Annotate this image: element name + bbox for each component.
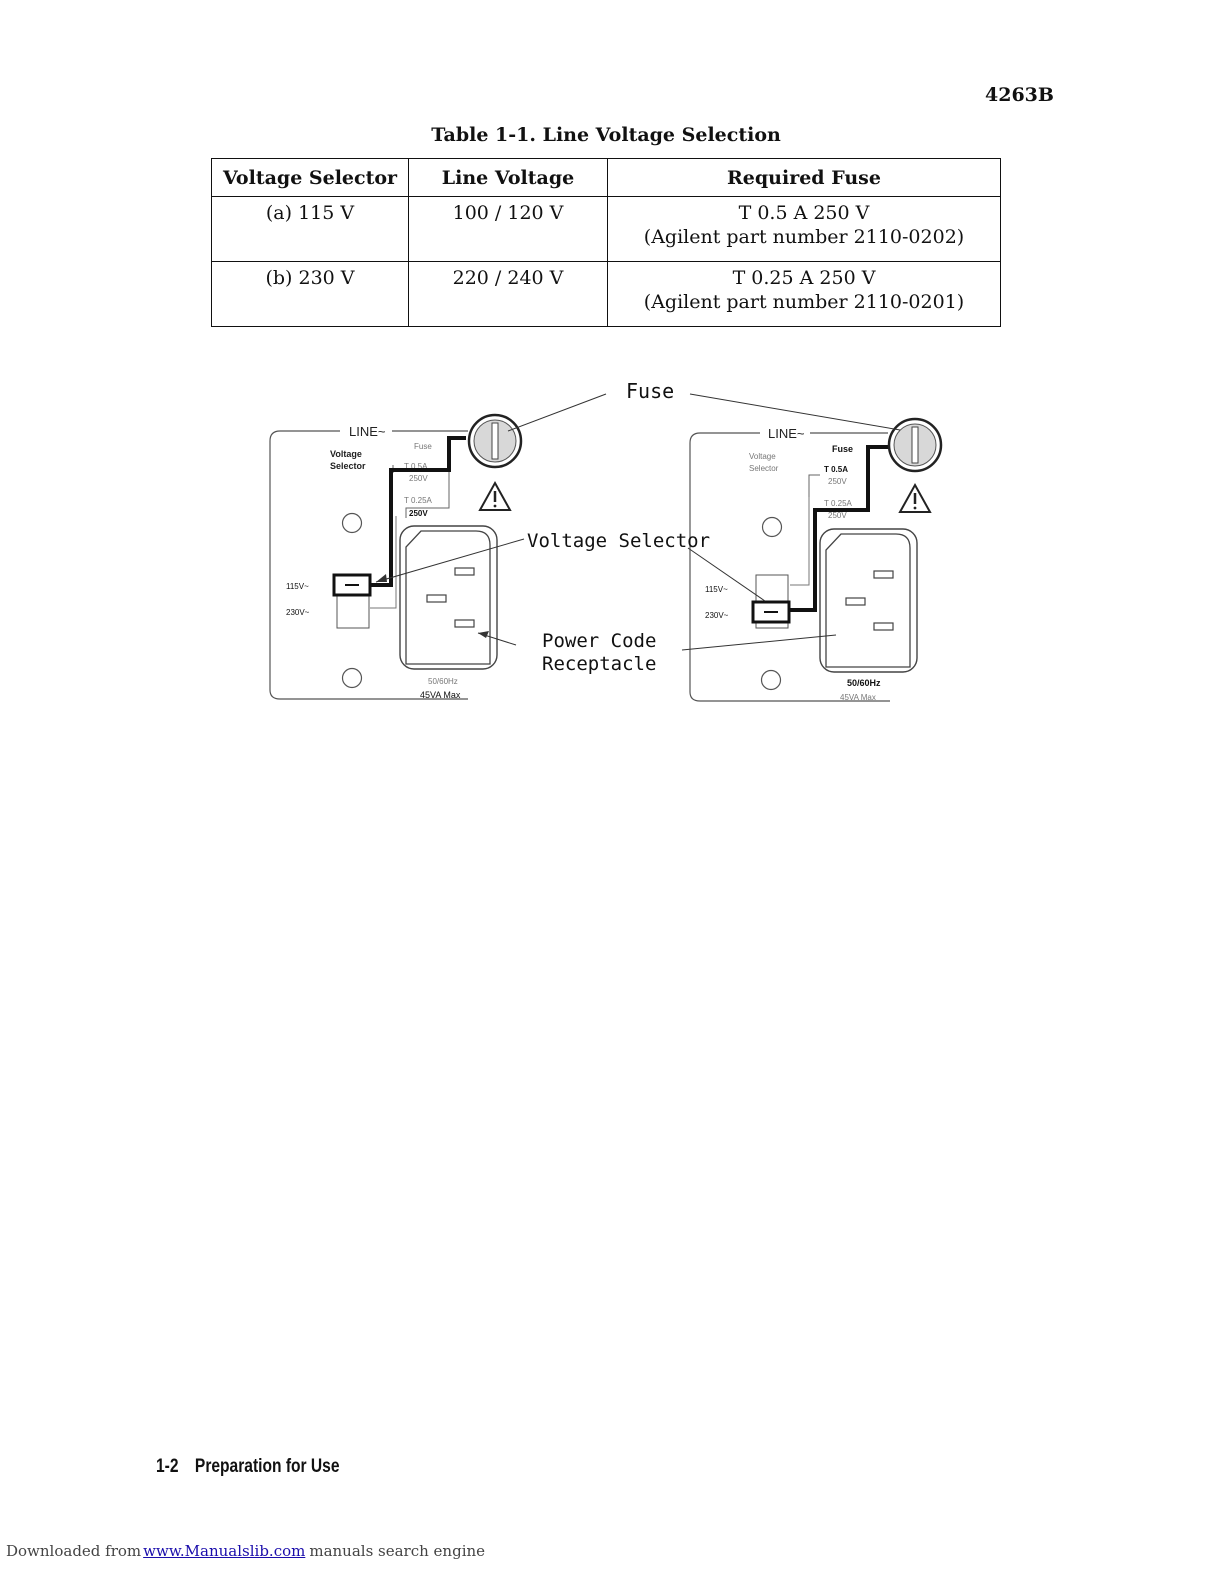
manualslib-link[interactable]: www.Manualslib.com	[143, 1542, 306, 1560]
fuse-rating-label: T 0.5A	[404, 462, 428, 471]
diagram-callouts: Fuse Voltage Selector Power Code Recepta…	[375, 379, 901, 675]
mounting-hole	[760, 669, 782, 691]
voltage-label-115: 115V~	[286, 582, 309, 591]
column-header-required-fuse: Required Fuse	[607, 158, 1001, 197]
column-header-line-voltage: Line Voltage	[408, 158, 608, 197]
fuse-rating: T 0.25 A 250 V	[732, 267, 876, 289]
callout-fuse: Fuse	[626, 379, 674, 403]
table-header-row: Voltage Selector Line Voltage Required F…	[211, 158, 1001, 197]
line-voltage-table: Voltage Selector Line Voltage Required F…	[211, 158, 1001, 327]
rear-panel-230v: LINE~ Voltage Selector Fuse T 0.5A 250V …	[689, 417, 943, 702]
callout-receptacle: Receptacle	[542, 653, 656, 675]
fuse-voltage-label: 250V	[828, 477, 847, 486]
selector-label-2: Selector	[749, 464, 779, 473]
fuse-rating-label: T 0.25A	[824, 499, 853, 508]
cell-required-fuse: T 0.25 A 250 V (Agilent part number 2110…	[607, 261, 1001, 327]
page-number: 1-2	[156, 1456, 179, 1477]
cell-required-fuse: T 0.5 A 250 V (Agilent part number 2110-…	[607, 196, 1001, 262]
download-suffix: manuals search engine	[309, 1542, 486, 1560]
fuse-rating: T 0.5 A 250 V	[738, 202, 870, 224]
line-voltage-diagram: LINE~ Voltage Selector Fuse T 0.5A 250V …	[269, 379, 943, 702]
line-label: LINE~	[349, 424, 386, 439]
mounting-hole	[341, 512, 363, 534]
column-header-voltage-selector: Voltage Selector	[211, 158, 409, 197]
fuse-part-number: (Agilent part number 2110-0202)	[643, 226, 965, 248]
table-title: Table 1-1. Line Voltage Selection	[431, 124, 781, 146]
fuse-rating-label: T 0.5A	[824, 465, 848, 474]
power-receptacle	[819, 528, 918, 673]
selector-label-1: Voltage	[749, 452, 776, 461]
power-receptacle	[399, 525, 498, 670]
cell-voltage-selector: (a) 115 V	[211, 196, 409, 262]
model-number: 4263B	[985, 84, 1054, 106]
fuse-rating-label: T 0.25A	[404, 496, 433, 505]
callout-power-code: Power Code	[542, 630, 656, 652]
power-rating-label: 45VA Max	[840, 693, 876, 702]
fuse-label: Fuse	[832, 444, 853, 454]
fuse-part-number: (Agilent part number 2110-0201)	[643, 291, 965, 313]
callout-voltage-selector: Voltage Selector	[527, 530, 710, 552]
voltage-label-230: 230V~	[705, 611, 729, 620]
section-title: Preparation for Use	[194, 1456, 340, 1477]
selector-label-1: Voltage	[330, 449, 362, 459]
frequency-label: 50/60Hz	[847, 678, 881, 688]
fuse-voltage-label: 250V	[828, 511, 847, 520]
mounting-hole	[761, 516, 783, 538]
frequency-label: 50/60Hz	[428, 677, 458, 686]
voltage-label-230: 230V~	[286, 608, 310, 617]
fuse-label: Fuse	[414, 442, 432, 451]
cell-line-voltage: 220 / 240 V	[408, 261, 608, 327]
table-row: (b) 230 V 220 / 240 V T 0.25 A 250 V (Ag…	[211, 261, 1001, 327]
mounting-hole	[341, 667, 363, 689]
voltage-label-115: 115V~	[705, 585, 728, 594]
cell-line-voltage: 100 / 120 V	[408, 196, 608, 262]
download-prefix: Downloaded from	[6, 1542, 142, 1560]
page-footer: 1-2 Preparation for Use	[156, 1456, 340, 1478]
line-label: LINE~	[768, 426, 805, 441]
cell-voltage-selector: (b) 230 V	[211, 261, 409, 327]
fuse-voltage-label: 250V	[409, 509, 428, 518]
selector-label-2: Selector	[330, 461, 366, 471]
power-rating-label: 45VA Max	[420, 690, 461, 700]
table-row: (a) 115 V 100 / 120 V T 0.5 A 250 V (Agi…	[211, 196, 1001, 262]
rear-panel-115v: LINE~ Voltage Selector Fuse T 0.5A 250V …	[269, 413, 523, 700]
fuse-voltage-label: 250V	[409, 474, 428, 483]
